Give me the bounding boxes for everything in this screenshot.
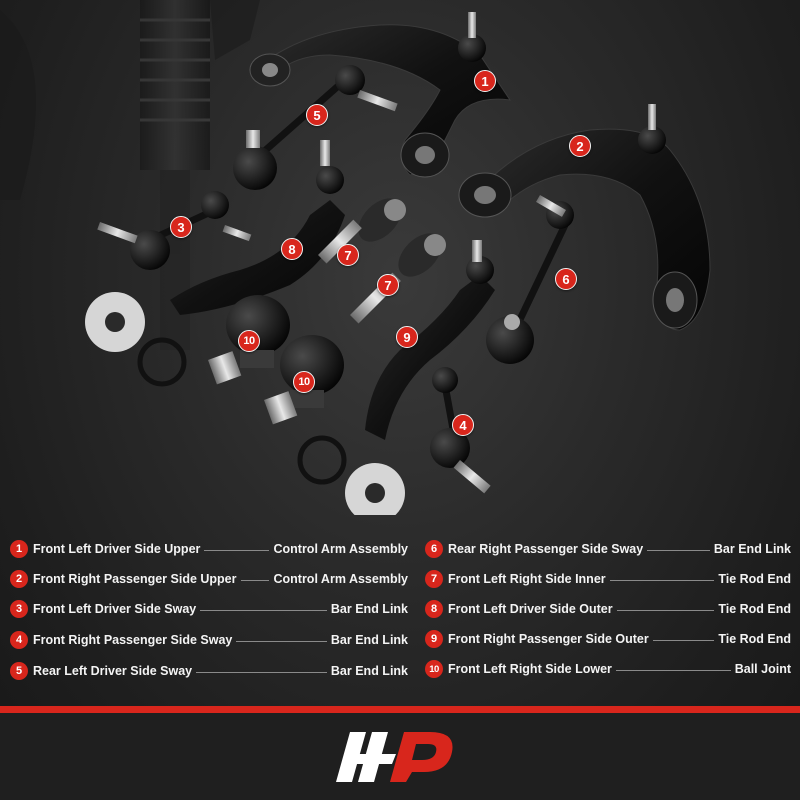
sway-bar-link-6 (486, 195, 574, 364)
legend-number-8: 8 (425, 600, 443, 618)
sway-bar-link-4 (430, 367, 491, 494)
legend-row-6: 6 Rear Right Passenger Side Sway Bar End… (425, 538, 791, 560)
legend-number-5: 5 (10, 662, 28, 680)
legend-number-6: 6 (425, 540, 443, 558)
legend-number-4: 4 (10, 631, 28, 649)
callout-3: 3 (170, 216, 192, 238)
callout-2: 2 (569, 135, 591, 157)
legend-part-type: Tie Rod End (718, 572, 791, 586)
legend-position: Front Left Right Side Lower (448, 662, 612, 676)
legend-number-2: 2 (10, 570, 28, 588)
legend-part-type: Tie Rod End (718, 632, 791, 646)
snap-ring-2 (297, 435, 347, 485)
callout-8: 8 (281, 238, 303, 260)
legend-row-7: 7 Front Left Right Side Inner Tie Rod En… (425, 568, 791, 590)
legend-row-9: 9 Front Right Passenger Side Outer Tie R… (425, 628, 791, 650)
sway-bar-link-3 (97, 191, 252, 270)
upper-control-arm-left (249, 12, 512, 178)
legend-position: Front Left Driver Side Sway (33, 602, 197, 616)
legend-part-type: Ball Joint (734, 662, 791, 676)
leader-line (200, 610, 327, 611)
legend-position: Front Left Right Side Inner (448, 572, 606, 586)
legend-position: Rear Right Passenger Side Sway (448, 542, 644, 556)
leader-line (647, 550, 710, 551)
leader-line (615, 670, 731, 671)
legend-part-type: Bar End Link (330, 633, 408, 647)
parts-legend: 1 Front Left Driver Side Upper Control A… (0, 528, 800, 698)
legend-position: Front Left Driver Side Upper (33, 542, 201, 556)
legend-number-7: 7 (425, 570, 443, 588)
snap-ring-1 (137, 337, 187, 387)
lock-washer-1 (85, 292, 145, 352)
callout-1: 1 (474, 70, 496, 92)
legend-row-2: 2 Front Right Passenger Side Upper Contr… (10, 568, 408, 590)
leader-line (240, 580, 270, 581)
background-strut (0, 0, 260, 350)
callout-9: 9 (396, 326, 418, 348)
legend-number-1: 1 (10, 540, 28, 558)
legend-position: Front Left Driver Side Outer (448, 602, 613, 616)
inner-tie-rod-7a (318, 198, 406, 264)
callout-7a: 7 (337, 244, 359, 266)
legend-number-3: 3 (10, 600, 28, 618)
legend-part-type: Bar End Link (330, 602, 408, 616)
product-photo (0, 0, 711, 515)
leader-line (236, 641, 327, 642)
legend-position: Rear Left Driver Side Sway (33, 664, 193, 678)
callout-4: 4 (452, 414, 474, 436)
leader-line (652, 640, 715, 641)
callout-7b: 7 (377, 274, 399, 296)
legend-row-8: 8 Front Left Driver Side Outer Tie Rod E… (425, 598, 791, 620)
callout-5: 5 (306, 104, 328, 126)
legend-part-type: Control Arm Assembly (273, 542, 408, 556)
legend-position: Front Right Passenger Side Outer (448, 632, 649, 646)
legend-part-type: Bar End Link (330, 664, 408, 678)
leader-line (609, 580, 715, 581)
upper-control-arm-right (458, 104, 711, 331)
accent-stripe (0, 706, 800, 713)
leader-line (204, 550, 270, 551)
lock-washer-2 (345, 463, 405, 515)
legend-row-10: 10 Front Left Right Side Lower Ball Join… (425, 658, 791, 680)
callout-6: 6 (555, 268, 577, 290)
legend-position: Front Right Passenger Side Upper (33, 572, 237, 586)
leader-line (616, 610, 715, 611)
legend-row-4: 4 Front Right Passenger Side Sway Bar En… (10, 629, 408, 651)
legend-part-type: Tie Rod End (718, 602, 791, 616)
legend-number-10: 10 (425, 660, 443, 678)
tie-rod-end-9 (365, 240, 495, 440)
legend-row-1: 1 Front Left Driver Side Upper Control A… (10, 538, 408, 560)
tie-rod-end-8 (170, 140, 345, 315)
brand-logo (336, 732, 453, 782)
legend-part-type: Bar End Link (713, 542, 791, 556)
legend-number-9: 9 (425, 630, 443, 648)
legend-row-3: 3 Front Left Driver Side Sway Bar End Li… (10, 598, 408, 620)
legend-part-type: Control Arm Assembly (273, 572, 408, 586)
sway-bar-link-5 (233, 65, 398, 190)
callout-10b: 10 (293, 371, 315, 393)
legend-row-5: 5 Rear Left Driver Side Sway Bar End Lin… (10, 660, 408, 682)
callout-10a: 10 (238, 330, 260, 352)
leader-line (196, 672, 327, 673)
legend-position: Front Right Passenger Side Sway (33, 633, 233, 647)
